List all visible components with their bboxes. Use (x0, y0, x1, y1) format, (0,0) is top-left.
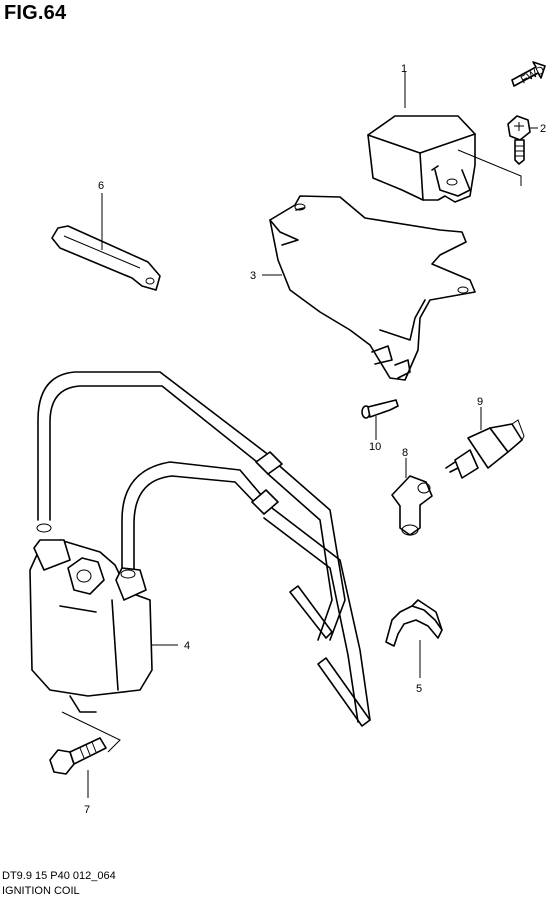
part-4-ignition-coil[interactable] (29, 523, 153, 713)
figure-title: FIG.64 (4, 2, 67, 24)
callout-10: 10 (369, 441, 381, 453)
lead-boot-a (255, 451, 283, 475)
callout-6: 6 (98, 180, 104, 192)
part-9-spark-plug[interactable] (445, 419, 525, 479)
hightension-lead-a (37, 371, 346, 641)
part-7-bolt[interactable] (49, 737, 107, 775)
part-2-bolt[interactable] (507, 115, 531, 165)
leader-1-bolt (457, 149, 522, 186)
hightension-lead-b (121, 461, 371, 723)
callout-7: 7 (84, 804, 90, 816)
part-1-cdi-unit[interactable] (367, 115, 476, 203)
fwd-label: FWD (519, 64, 547, 86)
part-3-bracket[interactable] (269, 195, 476, 381)
leader-7-axis (61, 711, 121, 753)
callout-4: 4 (184, 640, 190, 652)
lead-boot-b (251, 489, 279, 515)
lead-end-b (317, 657, 371, 727)
callout-1: 1 (401, 63, 407, 75)
fwd-arrow-icon: FWD (511, 61, 547, 87)
callout-8: 8 (402, 447, 408, 459)
part-6-strap[interactable] (51, 225, 161, 291)
callout-3: 3 (250, 270, 256, 282)
callout-2: 2 (540, 123, 546, 135)
part-10-clip[interactable] (361, 399, 399, 419)
lead-end-a (289, 585, 333, 639)
figure-name: IGNITION COIL (2, 885, 80, 897)
part-8-plug-cap[interactable] (391, 475, 433, 536)
figure-code: DT9.9 15 P40 012_064 (2, 870, 116, 882)
callout-5: 5 (416, 683, 422, 695)
callout-9: 9 (477, 396, 483, 408)
part-5-clamp[interactable] (385, 599, 443, 647)
